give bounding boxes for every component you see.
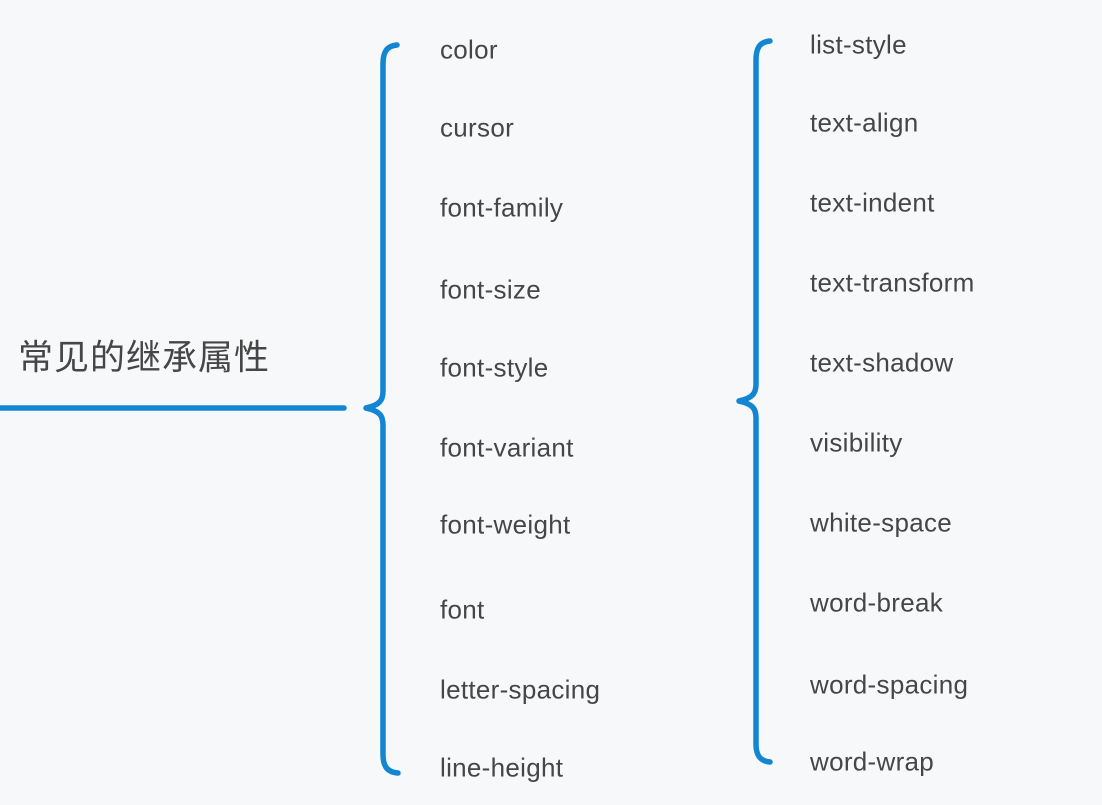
topic-line-height[interactable]: line-height: [440, 752, 564, 783]
topic-font-variant[interactable]: font-variant: [440, 432, 574, 463]
topic-font-family[interactable]: font-family: [440, 192, 564, 223]
topic-font[interactable]: font: [440, 594, 485, 625]
right-brace: [736, 38, 773, 765]
topic-visibility[interactable]: visibility: [810, 427, 903, 458]
topic-cursor[interactable]: cursor: [440, 112, 515, 143]
left-brace: [363, 42, 401, 776]
topic-list-style[interactable]: list-style: [810, 29, 907, 60]
topic-font-style[interactable]: font-style: [440, 352, 549, 383]
topic-white-space[interactable]: white-space: [810, 507, 953, 538]
root-topic[interactable]: 常见的继承属性: [18, 338, 271, 378]
topic-font-size[interactable]: font-size: [440, 274, 541, 305]
topic-word-break[interactable]: word-break: [810, 587, 944, 618]
topic-text-shadow[interactable]: text-shadow: [810, 347, 954, 378]
topic-color[interactable]: color: [440, 34, 498, 65]
topic-letter-spacing[interactable]: letter-spacing: [440, 674, 601, 705]
topic-text-transform[interactable]: text-transform: [810, 267, 975, 298]
topic-text-align[interactable]: text-align: [810, 107, 919, 138]
topic-word-wrap[interactable]: word-wrap: [810, 746, 935, 777]
topic-word-spacing[interactable]: word-spacing: [810, 669, 969, 700]
topic-font-weight[interactable]: font-weight: [440, 509, 571, 540]
topic-text-indent[interactable]: text-indent: [810, 187, 935, 218]
